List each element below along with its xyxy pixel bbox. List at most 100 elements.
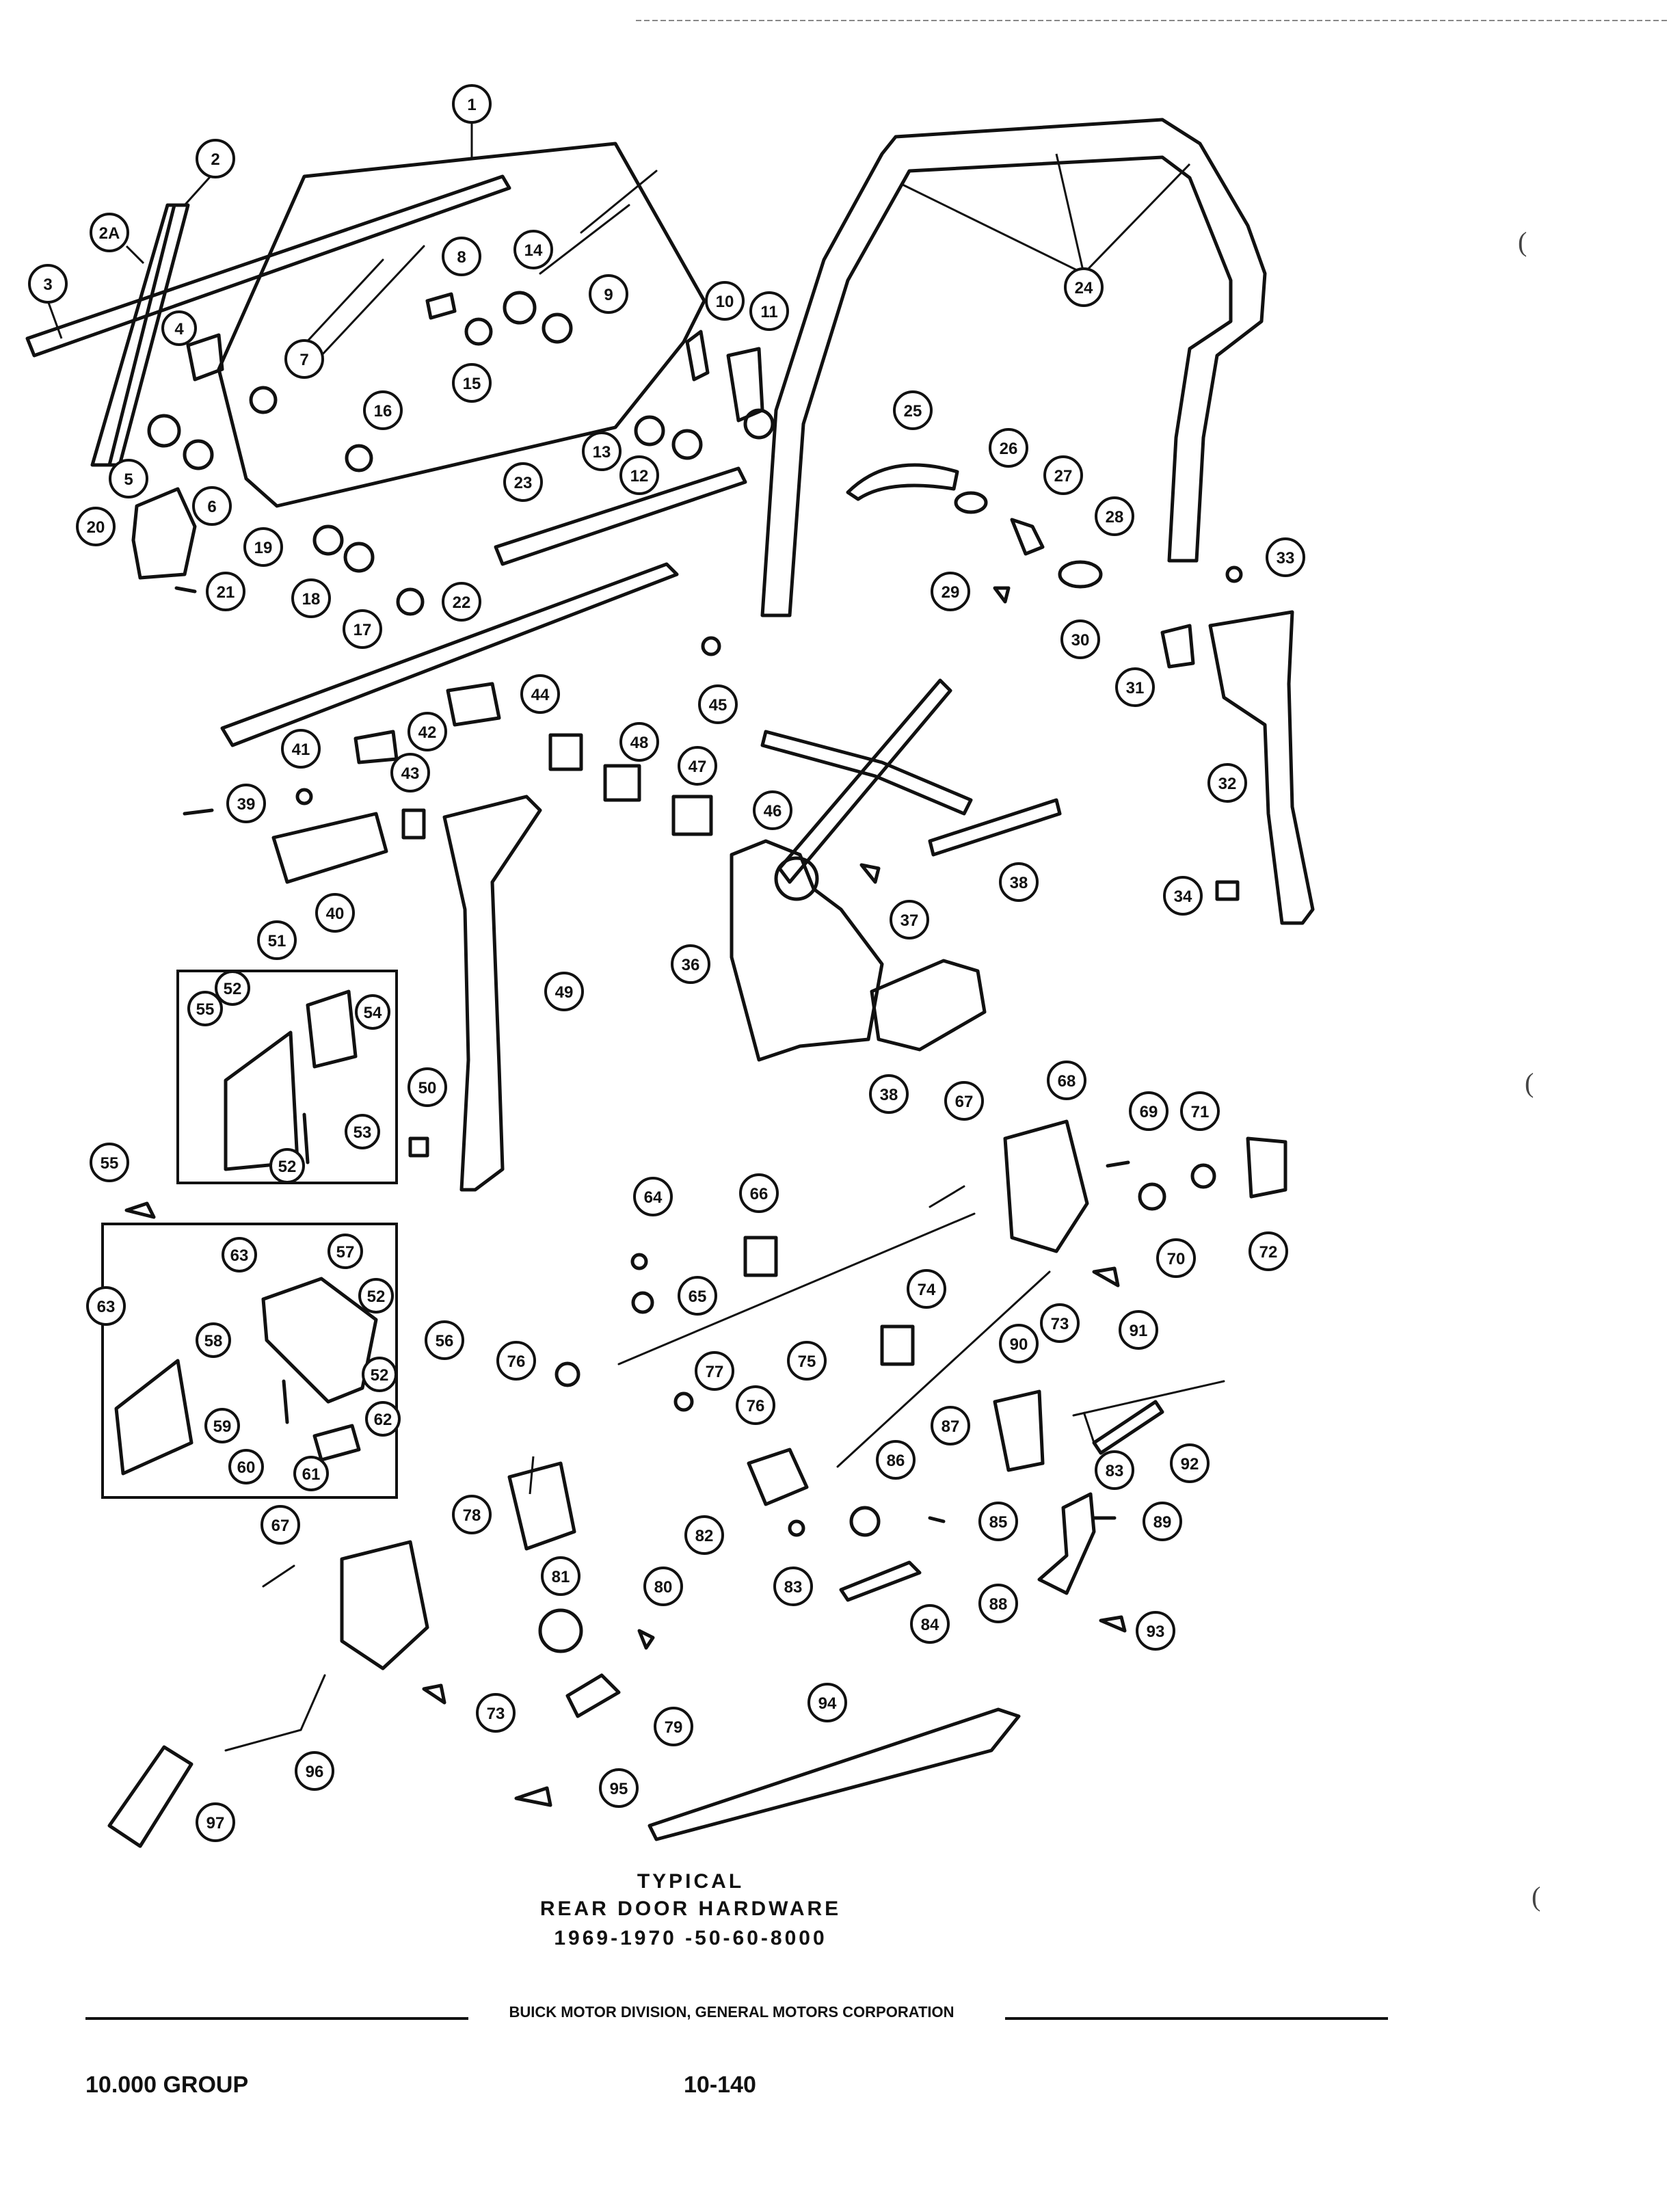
- callout-32: 32: [1207, 763, 1247, 803]
- svg-text:11: 11: [760, 303, 777, 321]
- part-40: [271, 812, 388, 884]
- callout-89: 89: [1143, 1502, 1182, 1541]
- part-77: [673, 1391, 694, 1412]
- svg-text:85: 85: [989, 1513, 1008, 1532]
- svg-text:63: 63: [97, 1298, 116, 1316]
- part-34: [1215, 880, 1240, 901]
- svg-text:63: 63: [230, 1247, 249, 1265]
- part-belt-strip: [25, 174, 511, 358]
- part-85: [928, 1516, 946, 1523]
- callout-4: 4: [161, 310, 197, 346]
- part-4: [186, 333, 224, 382]
- callout-72: 72: [1249, 1231, 1288, 1271]
- svg-text:71: 71: [1191, 1103, 1210, 1121]
- part-59: [282, 1379, 289, 1424]
- svg-text:74: 74: [918, 1281, 936, 1299]
- callout-63b: 63: [86, 1286, 126, 1326]
- callout-50: 50: [408, 1067, 447, 1107]
- part-32-rear-channel: [1208, 610, 1315, 925]
- callout-84: 84: [910, 1604, 950, 1644]
- part-53: [302, 1112, 310, 1164]
- callout-51: 51: [257, 920, 297, 960]
- callout-70: 70: [1156, 1238, 1196, 1278]
- svg-text:89: 89: [1153, 1513, 1172, 1532]
- callout-44: 44: [520, 674, 560, 714]
- part-19: [312, 524, 344, 556]
- callout-27: 27: [1043, 455, 1083, 495]
- svg-text:23: 23: [514, 474, 533, 492]
- svg-text:38: 38: [1010, 874, 1028, 892]
- caption-models: 1969-1970 -50-60-8000: [554, 1927, 827, 1949]
- callout-59: 59: [204, 1408, 240, 1443]
- svg-text:62: 62: [374, 1411, 392, 1429]
- part-46: [671, 795, 713, 836]
- part-45: [701, 636, 721, 656]
- svg-text:31: 31: [1126, 679, 1145, 697]
- callout-91: 91: [1119, 1310, 1158, 1350]
- part-door-glass: [217, 142, 706, 508]
- callout-38-upper: 38: [999, 862, 1039, 902]
- part-33: [1225, 565, 1243, 583]
- part-28: [1058, 560, 1103, 589]
- part-86: [849, 1506, 881, 1537]
- svg-text:46: 46: [764, 802, 782, 821]
- svg-text:3: 3: [43, 276, 52, 294]
- callout-65: 65: [678, 1276, 717, 1316]
- callout-86: 86: [876, 1440, 916, 1480]
- part-11-roller: [743, 408, 775, 440]
- footer-rule-left: [85, 2017, 468, 2020]
- callout-94: 94: [807, 1683, 847, 1722]
- svg-text:66: 66: [750, 1185, 769, 1203]
- footer-division: BUICK MOTOR DIVISION, GENERAL MOTORS COR…: [509, 2003, 954, 2021]
- svg-text:9: 9: [604, 286, 613, 304]
- part-95: [514, 1786, 552, 1807]
- callout-36: 36: [671, 944, 710, 984]
- part-84: [839, 1560, 922, 1602]
- part-88: [1037, 1492, 1096, 1595]
- part-63-plate: [114, 1359, 193, 1476]
- part-39: [183, 808, 214, 816]
- callout-68: 68: [1047, 1061, 1086, 1100]
- svg-text:51: 51: [268, 932, 286, 950]
- part-92: [1092, 1400, 1164, 1455]
- svg-text:6: 6: [207, 498, 216, 516]
- callout-67a: 67: [944, 1081, 984, 1121]
- callout-76b: 76: [736, 1385, 775, 1425]
- svg-text:48: 48: [630, 734, 649, 752]
- callout-48: 48: [619, 722, 659, 762]
- part-87-rod: [836, 1270, 1051, 1468]
- svg-text:80: 80: [654, 1578, 673, 1597]
- callout-11: 11: [749, 291, 789, 331]
- callout-61: 61: [293, 1456, 329, 1491]
- part-74: [880, 1324, 915, 1366]
- part-70: [1138, 1182, 1166, 1211]
- svg-text:52: 52: [371, 1366, 389, 1385]
- svg-text:78: 78: [463, 1506, 481, 1525]
- svg-text:81: 81: [552, 1568, 570, 1586]
- svg-text:1: 1: [467, 96, 476, 114]
- svg-text:88: 88: [989, 1595, 1008, 1614]
- callout-28: 28: [1095, 496, 1134, 536]
- callout-12: 12: [619, 455, 659, 495]
- svg-text:83: 83: [1106, 1462, 1124, 1480]
- svg-text:65: 65: [689, 1288, 707, 1306]
- svg-text:56: 56: [436, 1332, 454, 1350]
- callout-87: 87: [931, 1406, 970, 1445]
- part-71: [1190, 1163, 1216, 1189]
- svg-text:33: 33: [1277, 549, 1295, 568]
- callout-96: 96: [295, 1751, 334, 1791]
- svg-text:64: 64: [644, 1188, 663, 1207]
- svg-text:8: 8: [457, 248, 466, 267]
- part-13: [634, 415, 665, 447]
- part-12: [671, 429, 703, 460]
- svg-text:72: 72: [1259, 1243, 1278, 1262]
- part-29: [993, 586, 1011, 604]
- callout-76a: 76: [496, 1341, 536, 1381]
- callout-21: 21: [206, 572, 245, 611]
- part-7: [249, 386, 278, 414]
- part-65: [631, 1291, 654, 1314]
- callout-13: 13: [582, 431, 622, 471]
- svg-text:84: 84: [921, 1616, 939, 1634]
- callout-20: 20: [76, 507, 116, 546]
- callout-64: 64: [633, 1177, 673, 1216]
